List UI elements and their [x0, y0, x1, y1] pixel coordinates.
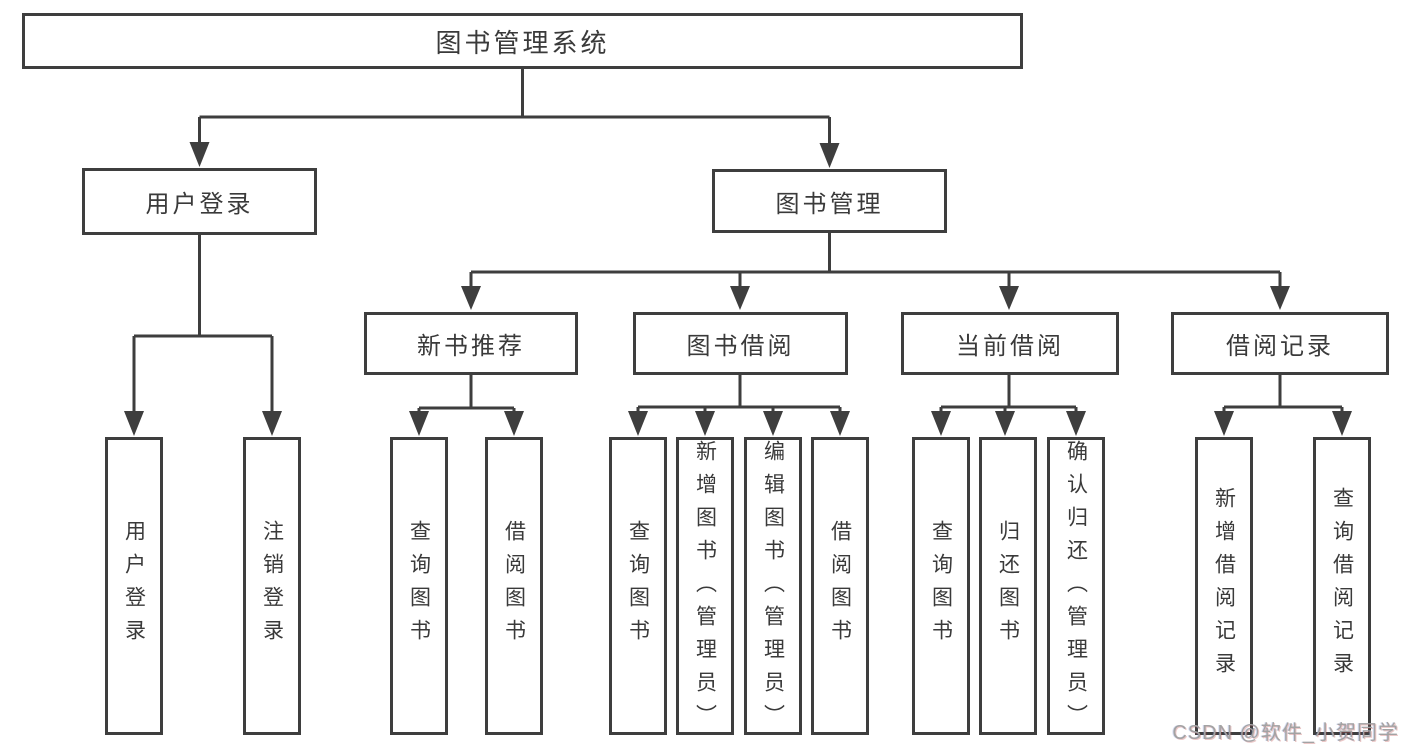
arrow-down-icon — [1066, 411, 1086, 436]
leaf-rec-borrow-book: 借阅图书 — [485, 437, 543, 735]
arrowhead-group — [124, 142, 1352, 436]
leaf-record-add: 新增借阅记录 — [1195, 437, 1253, 735]
group-book-borrow: 图书借阅 — [633, 312, 848, 375]
group-borrow-records: 借阅记录 — [1171, 312, 1389, 375]
connector-lines — [132, 69, 1344, 414]
arrow-down-icon — [1332, 411, 1352, 436]
arrow-down-icon — [931, 411, 951, 436]
arrow-down-icon — [262, 411, 282, 436]
leaf-current-confirm-return-admin: 确认归还（管理员） — [1047, 437, 1105, 737]
arrow-down-icon — [730, 286, 750, 310]
leaf-borrow-edit-book-admin: 编辑图书（管理员） — [744, 437, 802, 737]
leaf-record-query: 查询借阅记录 — [1313, 437, 1371, 735]
branch-user-login: 用户登录 — [82, 168, 317, 235]
arrow-down-icon — [1214, 411, 1234, 436]
arrow-down-icon — [819, 143, 840, 168]
arrow-down-icon — [763, 411, 783, 436]
csdn-watermark: CSDN @软件_小贺同学 — [1172, 722, 1399, 744]
group-current-borrow: 当前借阅 — [901, 312, 1119, 375]
root-node-library-system: 图书管理系统 — [22, 13, 1023, 69]
branch-book-management: 图书管理 — [712, 169, 947, 233]
arrow-down-icon — [995, 411, 1015, 436]
leaf-rec-query-book: 查询图书 — [390, 437, 448, 735]
leaf-borrow-query-book: 查询图书 — [609, 437, 667, 735]
leaf-current-return-book: 归还图书 — [979, 437, 1037, 735]
group-new-book-recommend: 新书推荐 — [364, 312, 578, 375]
arrow-down-icon — [124, 411, 144, 436]
leaf-logout: 注销登录 — [243, 437, 301, 735]
arrow-down-icon — [461, 286, 481, 310]
arrow-down-icon — [1270, 286, 1290, 310]
leaf-user-login: 用户登录 — [105, 437, 163, 735]
arrow-down-icon — [189, 142, 210, 167]
arrow-down-icon — [999, 286, 1019, 310]
leaf-borrow-add-book-admin: 新增图书（管理员） — [676, 437, 734, 737]
arrow-down-icon — [628, 411, 648, 436]
arrow-down-icon — [409, 411, 429, 436]
leaf-current-query-book: 查询图书 — [912, 437, 970, 735]
leaf-borrow-borrow-book: 借阅图书 — [811, 437, 869, 735]
arrow-down-icon — [504, 411, 524, 436]
arrow-down-icon — [830, 411, 850, 436]
arrow-down-icon — [695, 411, 715, 436]
